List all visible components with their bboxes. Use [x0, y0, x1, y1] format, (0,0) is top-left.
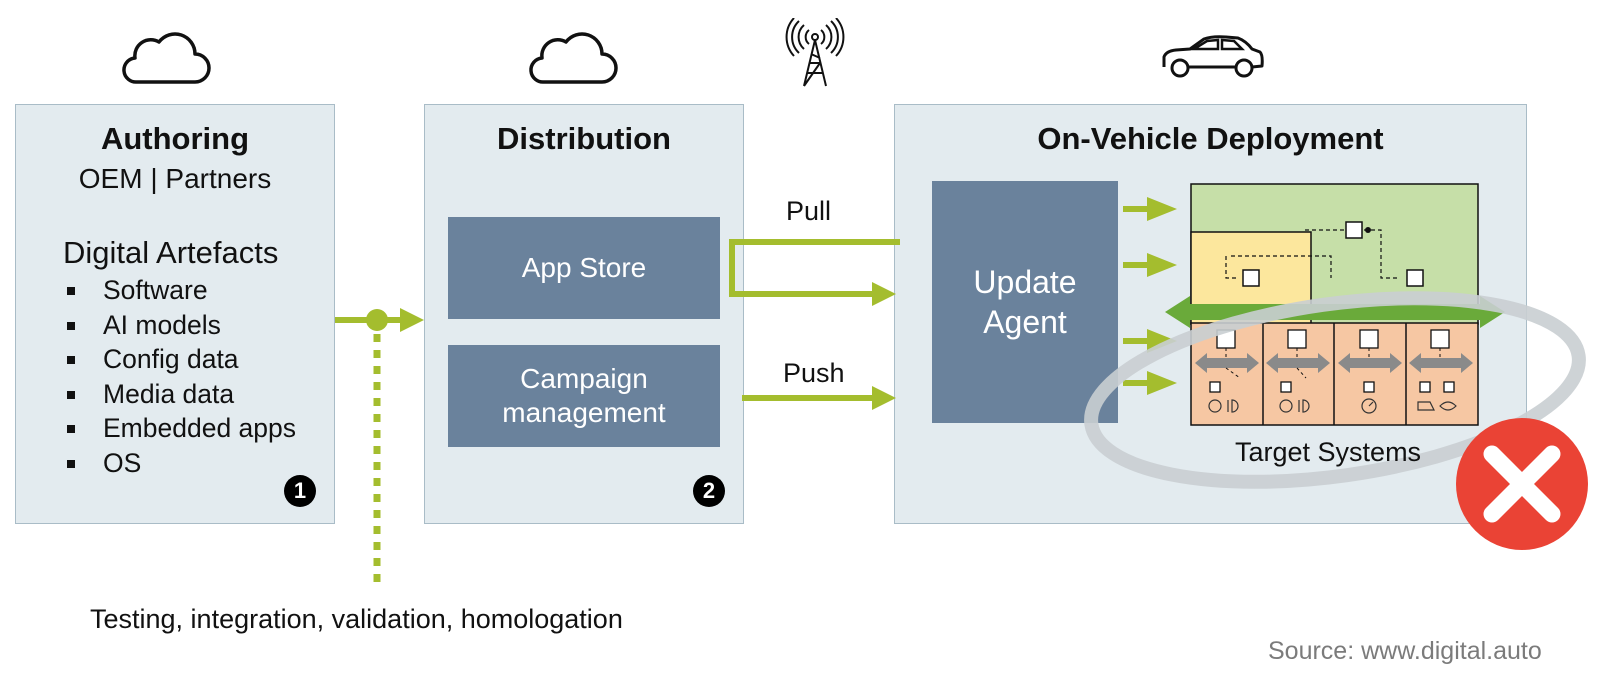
car-icon [1162, 35, 1264, 78]
agent-label-line1: Update [973, 264, 1077, 300]
distribution-title: Distribution [497, 121, 671, 156]
app-store-box: App Store [448, 217, 720, 319]
campaign-label-line2: management [502, 397, 666, 428]
list-item: AI models [63, 308, 296, 343]
target-systems-highlight-ring [1084, 291, 1586, 489]
push-arrow [742, 386, 896, 410]
push-label: Push [783, 358, 845, 388]
target-systems-label: Target Systems [1235, 437, 1422, 467]
step-badge-2: 2 [693, 475, 725, 507]
authoring-cloud-icon [122, 32, 211, 84]
source-label: Source: www.digital.auto [1268, 637, 1542, 665]
pull-label: Pull [786, 196, 832, 226]
campaign-label-line1: Campaign [520, 363, 648, 394]
list-item: Config data [63, 342, 296, 377]
cell-tower-icon [785, 18, 845, 87]
list-item: Embedded apps [63, 411, 296, 446]
target-systems [1165, 183, 1505, 426]
authoring-panel: Authoring OEM | Partners Digital Artefac… [15, 104, 335, 524]
authoring-to-distribution-arrow [335, 308, 424, 332]
pull-arrow [729, 239, 900, 306]
artefact-list: Software AI models Config data Media dat… [63, 273, 296, 480]
agent-to-target-arrows [1123, 197, 1177, 395]
error-x-icon [1456, 418, 1588, 550]
campaign-management-box: Campaign management [448, 345, 720, 447]
authoring-title: Authoring [100, 121, 250, 156]
list-item: Software [63, 273, 296, 308]
update-agent-box: Update Agent [932, 181, 1118, 423]
testing-label: Testing, integration, validation, homolo… [90, 604, 623, 634]
step-badge-1: 1 [284, 475, 316, 507]
distribution-cloud-icon [529, 32, 618, 84]
authoring-subtitle: OEM | Partners [78, 163, 272, 194]
distribution-panel: Distribution App Store Campaign manageme… [424, 104, 744, 524]
list-item: OS [63, 446, 296, 481]
app-store-label: App Store [521, 252, 647, 283]
deployment-title: On-Vehicle Deployment [1037, 121, 1384, 156]
digital-artefacts-heading: Digital Artefacts [63, 235, 279, 270]
list-item: Media data [63, 377, 296, 412]
agent-label-line2: Agent [983, 304, 1067, 340]
